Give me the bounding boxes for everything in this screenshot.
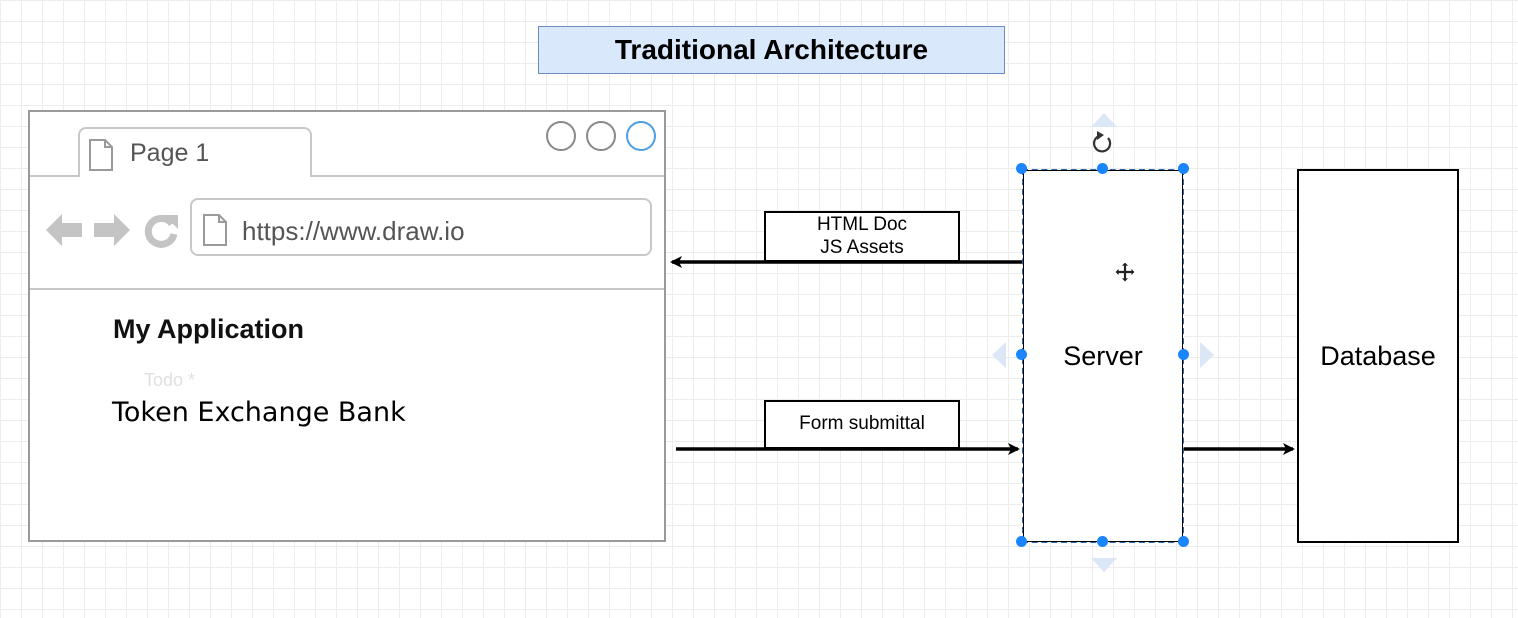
connect-arrow-down-icon[interactable] [1090, 557, 1118, 573]
resize-handle-ne[interactable] [1178, 163, 1189, 174]
forward-arrow-icon[interactable] [92, 212, 132, 248]
browser-tab[interactable] [78, 127, 312, 177]
body-text: Token Exchange Bank [112, 397, 406, 428]
connect-arrow-right-icon[interactable] [1199, 341, 1215, 369]
rotate-handle-icon[interactable] [1092, 130, 1114, 154]
request-label[interactable]: Form submittal [764, 400, 960, 449]
database-node[interactable]: Database [1297, 169, 1459, 543]
page-icon [89, 139, 113, 171]
move-cursor-icon [1114, 261, 1136, 283]
server-label: Server [1063, 340, 1143, 371]
window-button-2[interactable] [586, 121, 616, 151]
faint-todo-text: Todo * [144, 370, 196, 390]
tab-strip-divider [30, 175, 664, 177]
diagram-title[interactable]: Traditional Architecture [538, 26, 1005, 74]
browser-mockup[interactable]: Page 1 https://www.draw.io My Applicatio… [28, 110, 666, 542]
connect-arrow-up-icon[interactable] [1090, 112, 1118, 128]
database-label: Database [1320, 340, 1436, 371]
url-text: https://www.draw.io [242, 216, 465, 246]
app-heading: My Application [113, 314, 305, 344]
resize-handle-e[interactable] [1178, 349, 1189, 360]
window-button-1[interactable] [546, 121, 576, 151]
resize-handle-se[interactable] [1178, 536, 1189, 547]
response-label-line2: JS Assets [820, 236, 904, 258]
resize-handle-nw[interactable] [1016, 163, 1027, 174]
url-page-icon [203, 214, 227, 246]
url-bar[interactable] [190, 198, 652, 256]
request-label-text: Form submittal [799, 413, 925, 435]
resize-handle-s[interactable] [1097, 536, 1108, 547]
resize-handle-n[interactable] [1097, 163, 1108, 174]
resize-handle-sw[interactable] [1016, 536, 1027, 547]
response-label-line1: HTML Doc [816, 213, 908, 235]
resize-handle-w[interactable] [1016, 349, 1027, 360]
response-label[interactable]: HTML Doc JS Assets [764, 211, 960, 262]
tab-label: Page 1 [130, 139, 210, 167]
window-button-3[interactable] [626, 121, 656, 151]
connect-arrow-left-icon[interactable] [991, 341, 1007, 369]
refresh-icon[interactable] [142, 212, 180, 250]
server-node[interactable]: Server [1022, 169, 1184, 543]
back-arrow-icon[interactable] [44, 212, 84, 248]
